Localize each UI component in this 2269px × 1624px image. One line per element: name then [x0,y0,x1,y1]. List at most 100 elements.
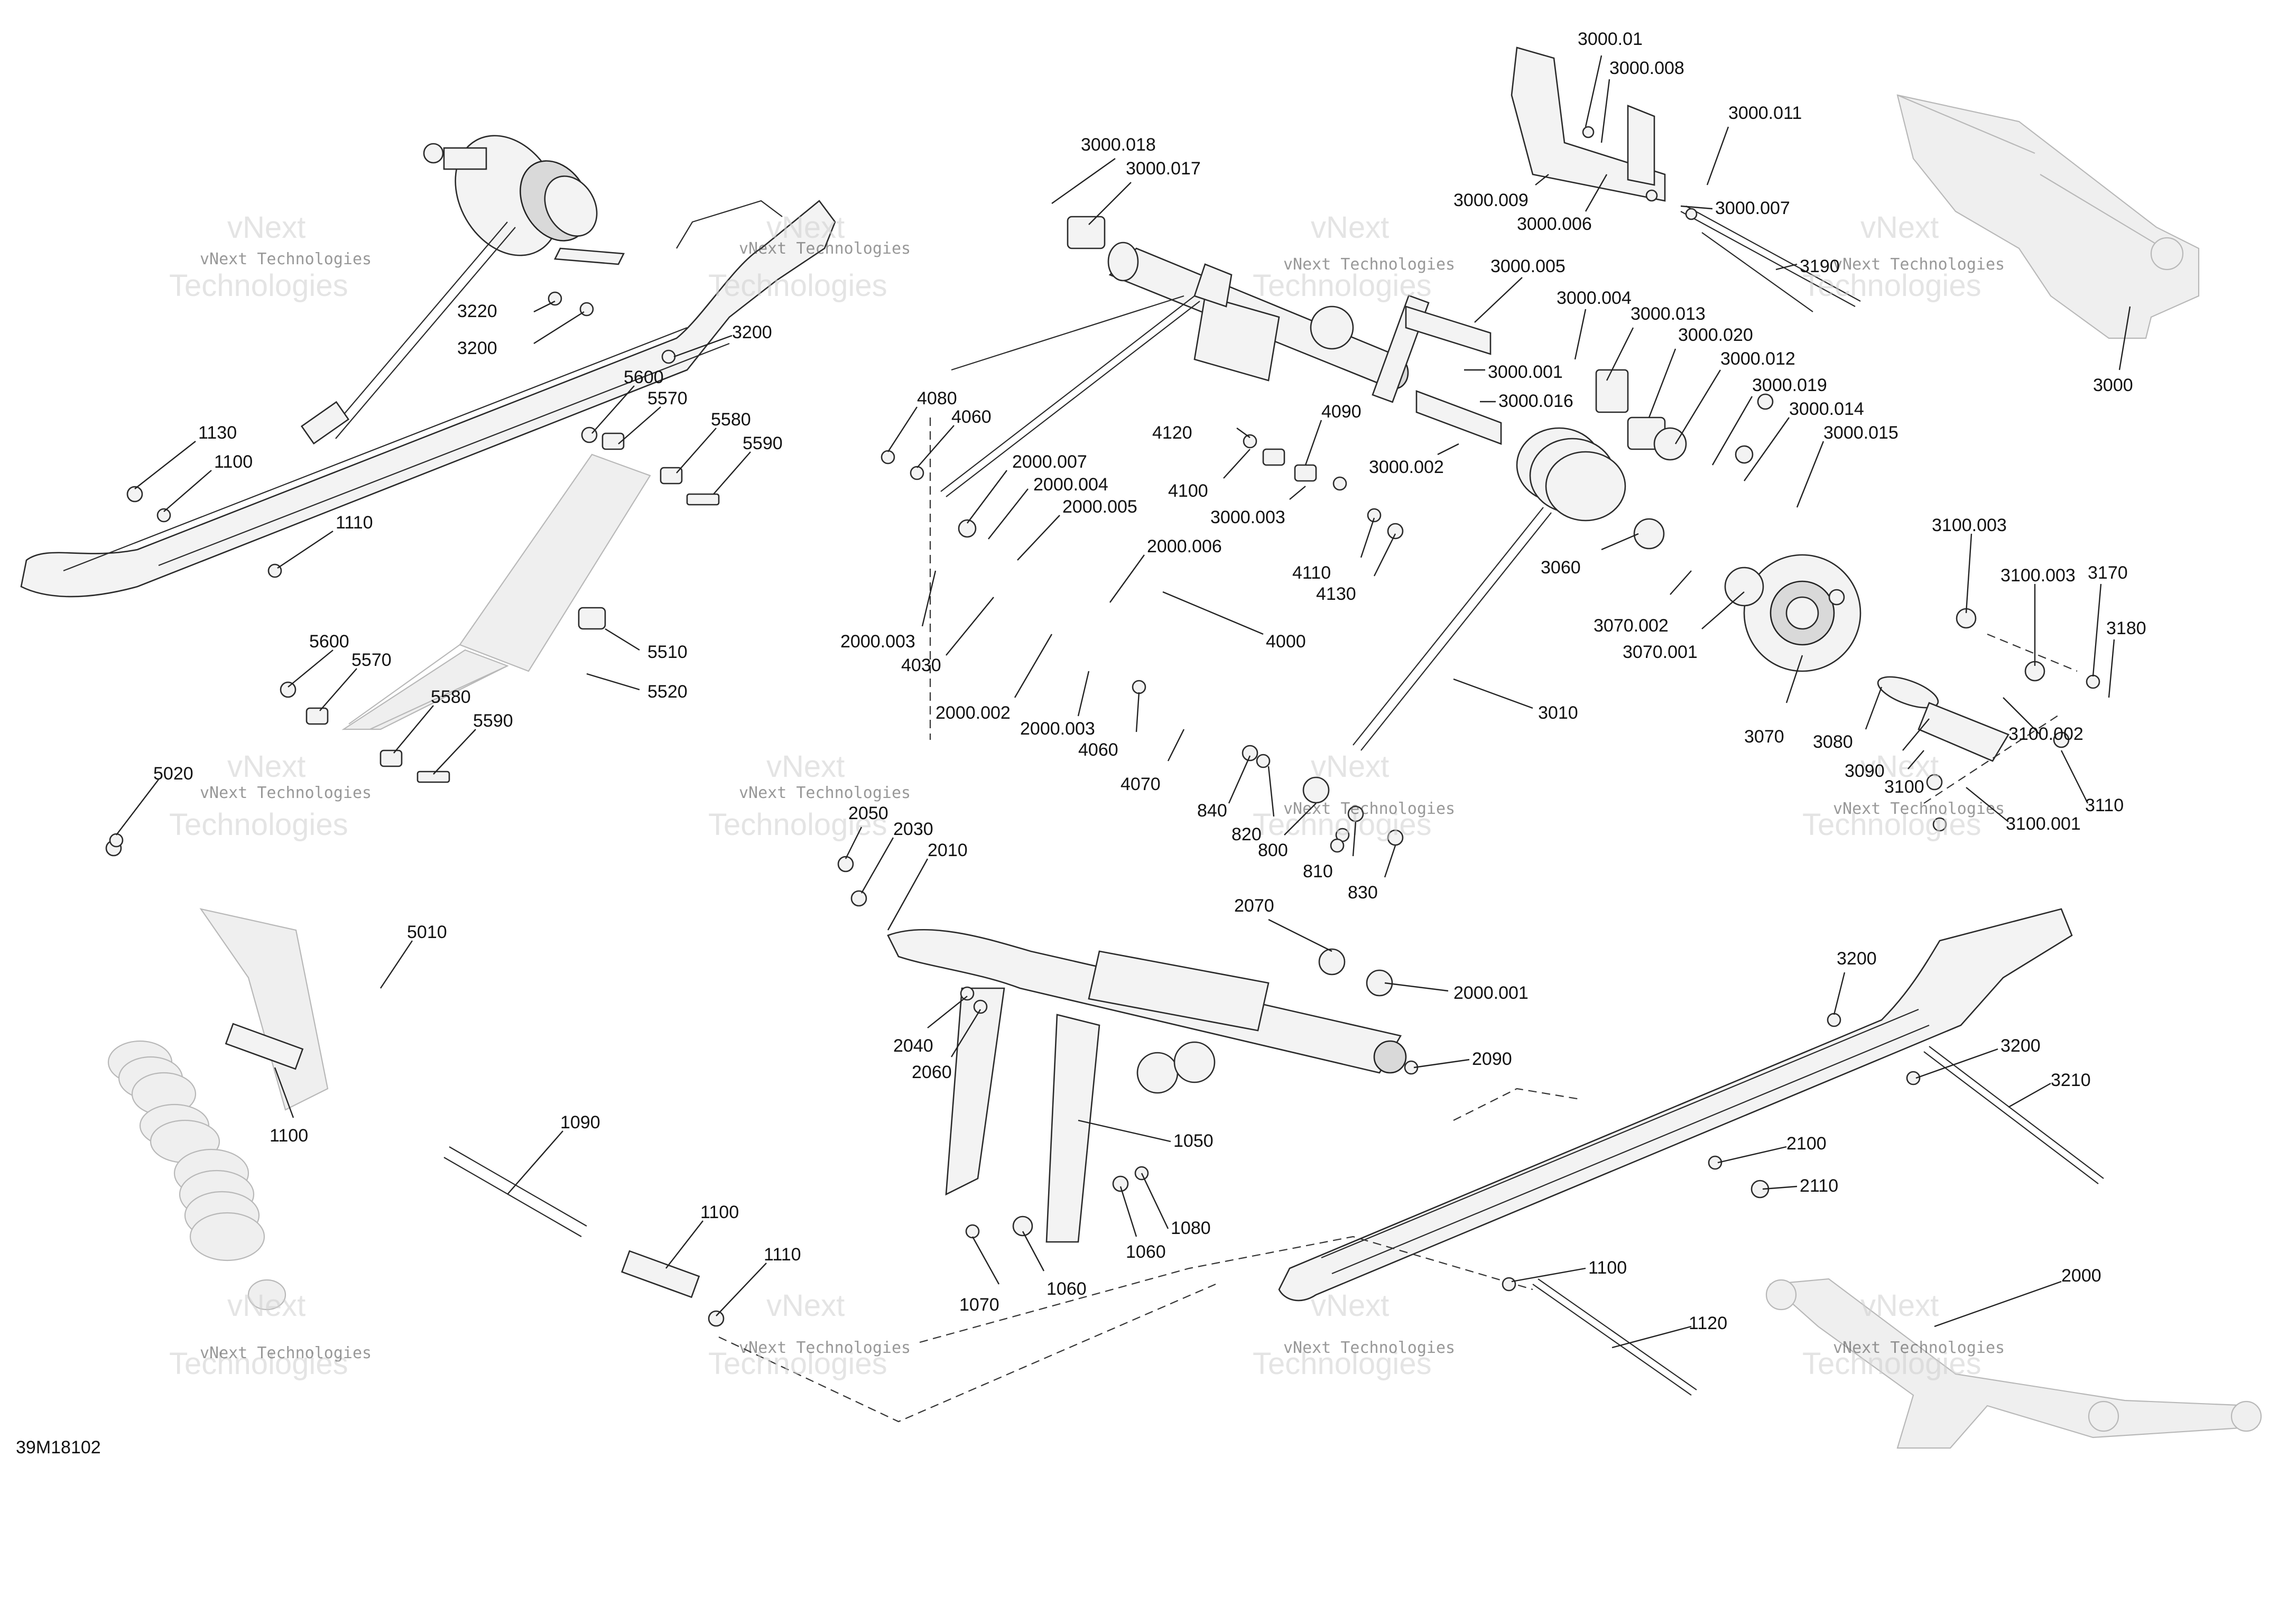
axle-housing [1896,94,2200,339]
watermark-large-top: vNext [1311,1288,1389,1323]
callout: 3200 [457,311,585,358]
callout: 3080 [1813,686,1883,752]
callout-label: 3100.003 [1932,515,2007,535]
callout-label: 3100.002 [2008,724,2083,744]
callout-label: 3000.013 [1631,304,1706,324]
watermark-small: vNext Technologies [1283,1339,1455,1357]
watermark-large-bottom: Technologies [1802,808,1981,842]
watermark-large-top: vNext [1860,210,1939,245]
callout: 3100.003 [2001,565,2076,666]
callout-label: 2000.003 [840,632,915,652]
idler-wheels [1633,518,2009,762]
watermark-large-bottom: Technologies [1802,268,1981,303]
callout: 3100.002 [2003,697,2083,744]
callout: 3010 [1453,678,1578,723]
callout: 1070 [959,1236,1000,1315]
watermark-small: vNext Technologies [200,784,372,802]
callout-label: 5580 [431,687,471,707]
callout: 4060 [916,407,992,468]
callout: 5520 [586,673,688,702]
callout-label: 5520 [647,682,688,702]
torsion-spring-center [1353,305,1626,751]
callout: 2050 [845,803,888,859]
long-rods [1532,232,2104,1396]
watermark-large-top: vNext [1860,749,1939,784]
callout-label: 3200 [2001,1036,2041,1056]
diagram-id-label: 39M18102 [16,1437,101,1458]
callout: 3000.019 [1711,375,1827,466]
callout-label: 2000.007 [1012,452,1087,472]
callout: 2110 [1762,1176,1838,1196]
callout-label: 4030 [901,655,941,675]
callout: 3000.001 [1464,362,1563,382]
callout-label: 2000.002 [936,703,1011,723]
callout-label: 3000.002 [1369,457,1444,477]
callout-label: 3200 [1837,949,1877,969]
callout: 5510 [605,628,688,662]
callout-label: 3090 [1845,761,1885,781]
callout-label: 5010 [407,922,447,942]
callout: 3000.012 [1674,349,1795,444]
callout-label: 2090 [1472,1049,1512,1069]
watermark-large-bottom: Technologies [1253,808,1432,842]
callout-label: 4100 [1168,481,1208,501]
callout: 2090 [1413,1049,1512,1069]
callout: 3000.011 [1706,103,1802,185]
watermark: vNext Technologies vNext Technologies [1802,1288,2005,1381]
callout: 4080 [887,388,957,452]
callout-label: 3000.009 [1453,190,1529,210]
callout-label: 830 [1348,883,1378,903]
watermark: vNext Technologies vNext Technologies [169,210,372,303]
callout-label: 3210 [2051,1070,2091,1090]
callout: 4110 [1292,517,1375,583]
callout: 3200 [1833,949,1877,1015]
callout-label: 1130 [198,423,237,443]
watermark-small: vNext Technologies [200,1344,372,1362]
callout-label: 4090 [1321,402,1362,422]
callout-label: 4060 [951,407,992,427]
callout: 1060 [1119,1186,1166,1262]
watermark-large-top: vNext [1311,749,1389,784]
watermark-small: vNext Technologies [739,239,911,258]
watermark: vNext Technologies vNext Technologies [169,1288,372,1381]
watermark-large-top: vNext [766,749,845,784]
watermark-large-top: vNext [1860,1288,1939,1323]
callout: 3100.003 [1932,515,2007,614]
callout: 3000.004 [1557,288,1632,360]
callout: 2000.003 [840,570,937,652]
callout-label: 2010 [928,840,968,860]
callout-label: 3000.006 [1517,214,1592,234]
callout-label: 2100 [1786,1134,1827,1154]
callout: 1110 [716,1245,801,1316]
callout-label: 3080 [1813,732,1853,752]
callout-label: 1100 [700,1202,739,1222]
watermark-large-bottom: Technologies [708,268,887,303]
callout: 3000.020 [1648,325,1753,418]
watermark-small: vNext Technologies [1833,800,2005,818]
callout: 3170 [2088,563,2128,677]
callout: 3000.016 [1480,391,1573,411]
watermark-large-bottom: Technologies [169,1347,348,1381]
callout: 5580 [676,410,751,474]
callout: 3200 [1915,1036,2041,1079]
watermark-large-bottom: Technologies [1253,1347,1432,1381]
callout-label: 3000.016 [1498,391,1573,411]
callout-label: 3200 [457,338,497,358]
callout: 4030 [901,597,994,675]
watermark-large-bottom: Technologies [169,268,348,303]
callout: 820 [1231,766,1275,845]
callout: 1100 [665,1202,739,1269]
callout-label: 3000 [2093,375,2133,395]
callout: 2030 [860,819,933,894]
callout-label: 3100 [1884,777,1924,797]
callout-label: 2000.005 [1062,497,1137,517]
callout: 3000.018 [1051,135,1156,204]
callout: 2000.005 [1017,497,1137,561]
callout-label: 3000.004 [1557,288,1632,308]
callout-label: 3070.002 [1594,616,1669,636]
callout-label: 3000.020 [1678,325,1753,345]
callout: 800 [1258,803,1317,860]
callout: 3000.002 [1369,443,1459,477]
callout: 3000.003 [1210,486,1306,527]
